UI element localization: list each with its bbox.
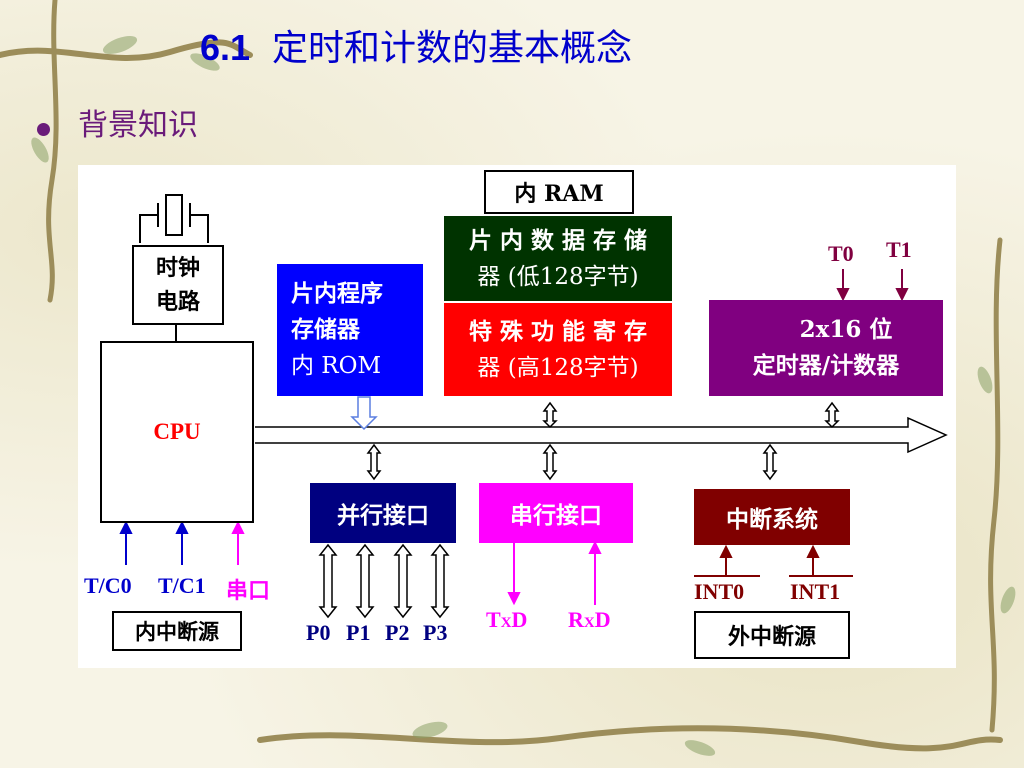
block-diagram [119, 194, 948, 619]
interrupt-system-box: 中断系统 [694, 489, 850, 545]
internal-int-source-box: 内中断源 [112, 611, 242, 651]
rom-bus-arrow [350, 396, 378, 431]
interrupt-bus-arrow [762, 443, 778, 481]
p0-label: P0 [306, 620, 331, 645]
system-bus-arrow [255, 416, 948, 454]
timer-label-1: 2x16 位 [799, 316, 893, 343]
ram-low-label-2: 器 (低128字节) [477, 263, 639, 290]
parallel-interface-box: 并行接口 [310, 483, 456, 543]
serial-port-label: 串口 [226, 578, 271, 603]
txd-label: TXD [486, 607, 527, 633]
tc0-label: T/C0 [84, 573, 132, 598]
sfr-label-2: 器 (高128字节) [477, 354, 639, 381]
cpu-box: CPU [100, 341, 254, 523]
serial-label: 串行接口 [510, 502, 602, 529]
port-arrows [318, 543, 450, 619]
parallel-bus-arrow [366, 443, 382, 481]
clock-label-1: 时钟 [155, 255, 200, 281]
int0-label: INT0 [694, 579, 745, 604]
rom-box: 片内程序 存储器 内 ROM [277, 264, 423, 396]
serial-signal-arrows [507, 540, 602, 606]
external-int-label: 外中断源 [727, 624, 816, 650]
internal-int-label: 内中断源 [135, 619, 219, 644]
diagram-panel: 内 RAM 时钟 电路 CPU 片内程序 存储器 内 ROM 片 内 数 据 存… [78, 165, 956, 668]
t0-label: T0 [828, 241, 854, 266]
serial-bus-arrow [542, 443, 558, 481]
rxd-d: D [594, 607, 611, 632]
clock-circuit-box: 时钟 电路 [132, 245, 224, 325]
txd-t: T [486, 607, 501, 632]
rom-label-3: 内 ROM [291, 353, 382, 379]
title-number: 6.1 [200, 27, 251, 68]
rxd-r: R [568, 607, 584, 632]
bus-connectors [366, 401, 840, 481]
cpu-label: CPU [153, 419, 201, 444]
rxd-label: RXD [568, 607, 611, 633]
ram-header-label: 内 RAM [514, 181, 604, 207]
ram-low-label-1: 片 内 数 据 存 储 [468, 226, 648, 254]
rxd-x: X [583, 615, 595, 631]
timer-bus-arrow [824, 401, 840, 429]
timer-input-arrows [836, 269, 909, 302]
left-vine [46, 0, 59, 303]
bullet-icon [37, 123, 50, 136]
interrupt-label: 中断系统 [726, 506, 818, 533]
ram-bus-arrow [542, 401, 558, 429]
int1-label: INT1 [790, 579, 841, 604]
ram-header-box: 内 RAM [484, 170, 634, 214]
txd-d: D [511, 607, 528, 632]
slide-title: 6.1 定时和计数的基本概念 [200, 26, 710, 71]
crystal-oscillator-icon [139, 194, 209, 243]
txd-x: X [500, 615, 512, 631]
serial-interface-box: 串行接口 [479, 483, 633, 543]
bullet-text: 背景知识 [78, 108, 198, 143]
parallel-label: 并行接口 [337, 502, 429, 529]
int-input-arrows [719, 544, 820, 577]
right-vine [988, 237, 1003, 733]
external-int-source-box: 外中断源 [694, 611, 850, 659]
title-text: 定时和计数的基本概念 [272, 28, 633, 69]
p3-label: P3 [423, 620, 448, 645]
bottom-vine [257, 725, 1003, 752]
rom-label-2: 存储器 [291, 316, 360, 343]
sfr-box: 特 殊 功 能 寄 存 器 (高128字节) [444, 303, 672, 396]
tc1-label: T/C1 [158, 573, 206, 598]
sfr-label-1: 特 殊 功 能 寄 存 [468, 317, 648, 345]
t1-label: T1 [886, 237, 912, 262]
cpu-internal-int-arrows [119, 520, 189, 565]
timer-label-2: 定时器/计数器 [752, 352, 900, 379]
p2-label: P2 [385, 620, 410, 645]
timer-counter-box: 2x16 位 定时器/计数器 [709, 300, 943, 396]
p1-label: P1 [346, 620, 371, 645]
internal-ram-low-box: 片 内 数 据 存 储 器 (低128字节) [444, 216, 672, 301]
clock-label-2: 电路 [155, 289, 200, 315]
rom-label-1: 片内程序 [291, 280, 383, 307]
top-vine [0, 39, 253, 61]
